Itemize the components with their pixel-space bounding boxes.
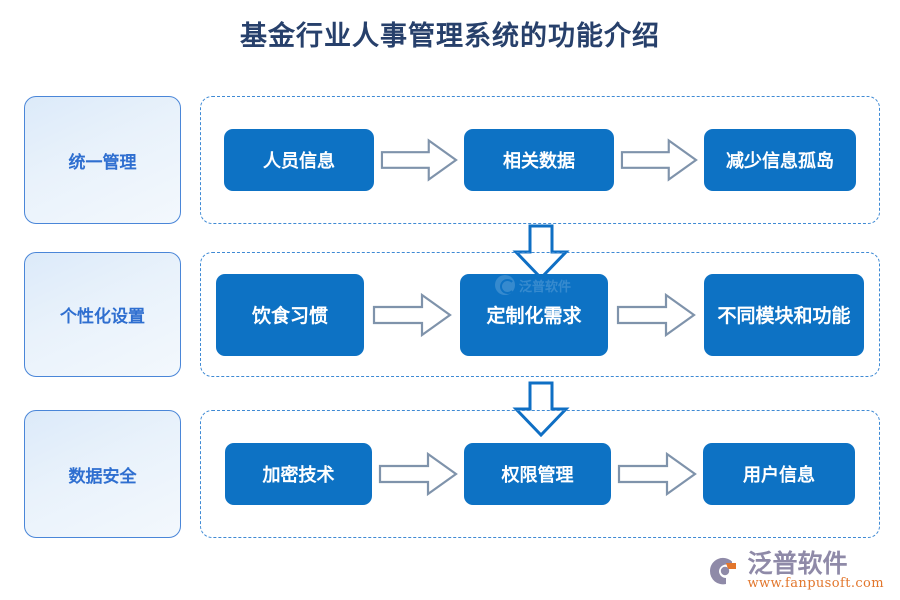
step-label: 权限管理	[501, 465, 574, 486]
step-label: 不同模块和功能	[717, 305, 851, 327]
category-card-data-security[interactable]: 数据安全	[24, 410, 181, 538]
step-box-reduce-info-silos[interactable]: 减少信息孤岛	[704, 129, 856, 191]
arrow-right-icon	[617, 451, 697, 497]
step-box-permission-management[interactable]: 权限管理	[464, 443, 611, 505]
flow-row-unified-management: 统一管理 人员信息 相关数据 减少信息孤岛	[0, 96, 900, 226]
brand-url: www.fanpusoft.com	[747, 576, 884, 591]
step-label: 用户信息	[743, 465, 815, 486]
step-box-dietary-habits[interactable]: 饮食习惯	[216, 273, 364, 356]
step-box-encryption-tech[interactable]: 加密技术	[225, 443, 372, 505]
step-box-personnel-info[interactable]: 人员信息	[224, 129, 374, 191]
arrow-right-icon	[620, 138, 698, 182]
arrow-right-icon	[372, 292, 452, 337]
step-label: 人员信息	[263, 151, 335, 172]
flow-container-personalized-settings: 饮食习惯 定制化需求 不同模块和功能	[200, 252, 880, 377]
step-label: 加密技术	[262, 465, 335, 486]
flow-container-data-security: 加密技术 权限管理 用户信息	[200, 410, 880, 538]
step-box-related-data[interactable]: 相关数据	[464, 129, 614, 191]
step-label: 相关数据	[503, 151, 575, 172]
step-label: 定制化需求	[486, 305, 582, 327]
fanpu-logo-icon	[710, 557, 737, 584]
category-label: 统一管理	[68, 152, 137, 173]
category-label: 个性化设置	[60, 307, 145, 327]
step-label: 减少信息孤岛	[726, 151, 834, 172]
arrow-right-icon	[616, 292, 696, 337]
arrow-down-icon	[512, 381, 570, 437]
step-box-user-info[interactable]: 用户信息	[703, 443, 855, 505]
step-label: 饮食习惯	[251, 305, 328, 327]
flow-container-unified-management: 人员信息 相关数据 减少信息孤岛	[200, 96, 880, 224]
arrow-right-icon	[380, 138, 458, 182]
flow-row-personalized-settings: 个性化设置 饮食习惯 定制化需求 不同模块和功能	[0, 252, 900, 382]
brand-name: 泛普软件	[747, 549, 848, 578]
flow-row-data-security: 数据安全 加密技术 权限管理 用户信息	[0, 410, 900, 540]
step-box-customization-needs[interactable]: 定制化需求	[460, 273, 608, 356]
page-title: 基金行业人事管理系统的功能介绍	[240, 21, 660, 52]
arrow-right-icon	[378, 451, 458, 497]
brand-logo[interactable]: 泛普软件 www.fanpusoft.com	[706, 551, 884, 590]
category-card-personalized-settings[interactable]: 个性化设置	[24, 252, 181, 377]
step-box-different-modules[interactable]: 不同模块和功能	[704, 273, 864, 356]
category-card-unified-management[interactable]: 统一管理	[24, 96, 181, 224]
category-label: 数据安全	[68, 466, 137, 487]
